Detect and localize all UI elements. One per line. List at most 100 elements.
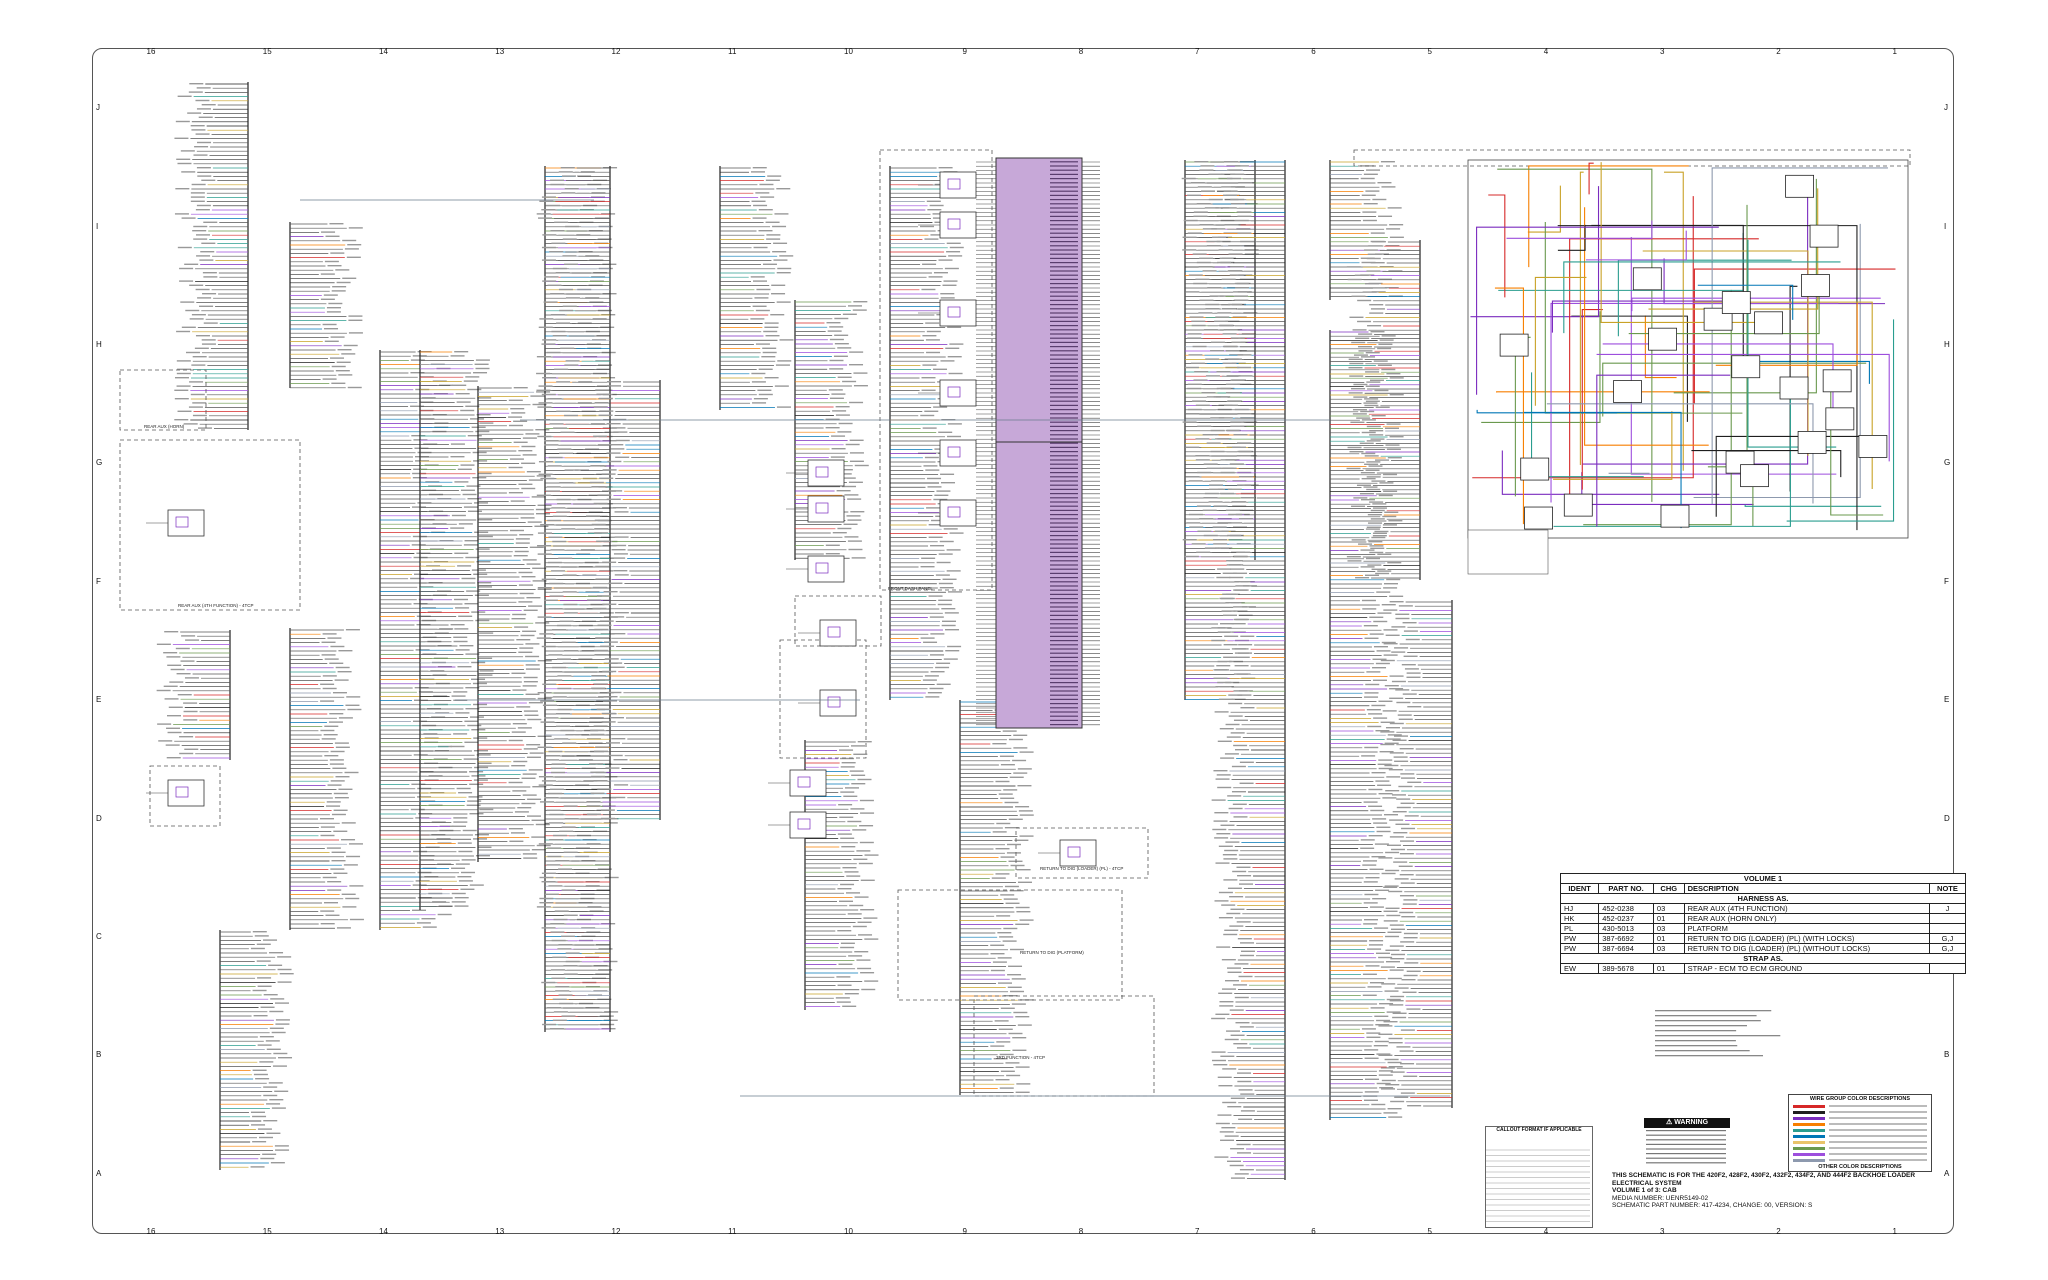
wire-label — [593, 683, 608, 685]
wire-label — [547, 519, 562, 522]
wire-label — [1394, 1096, 1409, 1098]
wire-label — [1387, 457, 1402, 459]
wire-label — [538, 843, 553, 845]
wire-label — [1373, 646, 1388, 648]
wire-label — [195, 288, 210, 291]
wire-label — [1385, 790, 1400, 792]
wire-label — [563, 965, 578, 967]
wire-label — [1195, 459, 1210, 461]
wire-label — [1019, 751, 1034, 753]
wire-label — [476, 561, 491, 563]
wire-label — [758, 230, 773, 232]
wire-label — [474, 363, 489, 365]
wire-label — [1013, 734, 1028, 736]
wire-label — [1353, 383, 1368, 386]
wire-label — [1220, 471, 1235, 474]
wire-label — [263, 1086, 278, 1088]
wire-label — [928, 536, 943, 538]
wire-label — [531, 819, 546, 821]
wire-label — [1383, 473, 1398, 476]
wire-label — [189, 318, 204, 320]
wire-label — [1383, 886, 1398, 888]
wire-label — [459, 645, 474, 647]
wire-label — [458, 792, 473, 794]
wire-label — [1000, 1070, 1015, 1072]
wire-label — [1217, 261, 1232, 264]
wire-label — [471, 426, 486, 428]
wire-label — [921, 377, 936, 379]
wire-label — [325, 914, 340, 916]
wire-label — [839, 900, 854, 902]
wire-label — [464, 540, 479, 542]
wire-label — [192, 402, 207, 404]
wire-label — [930, 545, 945, 547]
wire-label — [844, 787, 859, 789]
wire-label — [513, 555, 528, 557]
wire-label — [1366, 671, 1381, 673]
wire-label — [1195, 455, 1210, 457]
wire-label — [1372, 667, 1387, 669]
wire-label — [1215, 862, 1230, 864]
wire-label — [1003, 898, 1018, 900]
wire-label — [1381, 1088, 1396, 1090]
wire-label — [478, 519, 493, 521]
wire-label — [536, 372, 551, 375]
wire-label — [1182, 236, 1197, 238]
wire-label — [1387, 977, 1402, 980]
wire-label — [1199, 169, 1214, 171]
wire-label — [1388, 769, 1403, 771]
wire-label — [1370, 331, 1385, 333]
wire-label — [201, 242, 216, 244]
wire-label — [464, 741, 479, 743]
wire-label — [547, 465, 562, 467]
zone-column-label: 16 — [146, 47, 156, 56]
wire-label — [1193, 211, 1208, 213]
wire-label — [1236, 455, 1251, 457]
wire-label — [1375, 889, 1390, 891]
zone-column-label: 12 — [611, 1227, 621, 1236]
wire-label — [1387, 562, 1402, 564]
wire-label — [1016, 869, 1031, 871]
wire-label — [518, 651, 533, 653]
wire-label — [1005, 902, 1020, 904]
wire-label — [542, 339, 557, 341]
wire-label — [1356, 417, 1371, 419]
wire-label — [1363, 402, 1378, 404]
wire-label — [1226, 564, 1241, 566]
wire-label — [1364, 1091, 1379, 1093]
wire-label — [526, 815, 541, 817]
wire-label — [1013, 1011, 1028, 1014]
wire-label — [473, 779, 488, 781]
wire-label — [177, 95, 192, 97]
wire-label — [834, 317, 849, 320]
wire-label — [594, 704, 609, 706]
wire-label — [542, 234, 557, 236]
wire-label — [1013, 747, 1028, 749]
wire-label — [1219, 324, 1234, 327]
wire-label — [1219, 728, 1234, 730]
wire-label — [558, 557, 573, 559]
wire-label — [193, 154, 208, 156]
wire-label — [938, 599, 953, 601]
wire-label — [844, 993, 859, 995]
wire-label — [535, 823, 550, 826]
wire-label — [1189, 316, 1204, 318]
wire-label — [1213, 539, 1228, 541]
wire-label — [1237, 875, 1252, 877]
wire-label — [597, 788, 612, 790]
wire-label — [941, 482, 956, 484]
wire-label — [1206, 442, 1221, 444]
wire-label — [1371, 241, 1386, 243]
wire-label — [1229, 1164, 1244, 1167]
wire-label — [559, 620, 574, 622]
wire-label — [333, 792, 348, 795]
wire-label — [849, 351, 864, 353]
wire-label — [1216, 387, 1231, 390]
wire-label — [1211, 799, 1226, 801]
wire-label — [1227, 1106, 1242, 1108]
wire-label — [547, 855, 562, 858]
wire-label — [330, 357, 345, 359]
wire-label — [1372, 532, 1387, 534]
wire-label — [1218, 249, 1233, 251]
